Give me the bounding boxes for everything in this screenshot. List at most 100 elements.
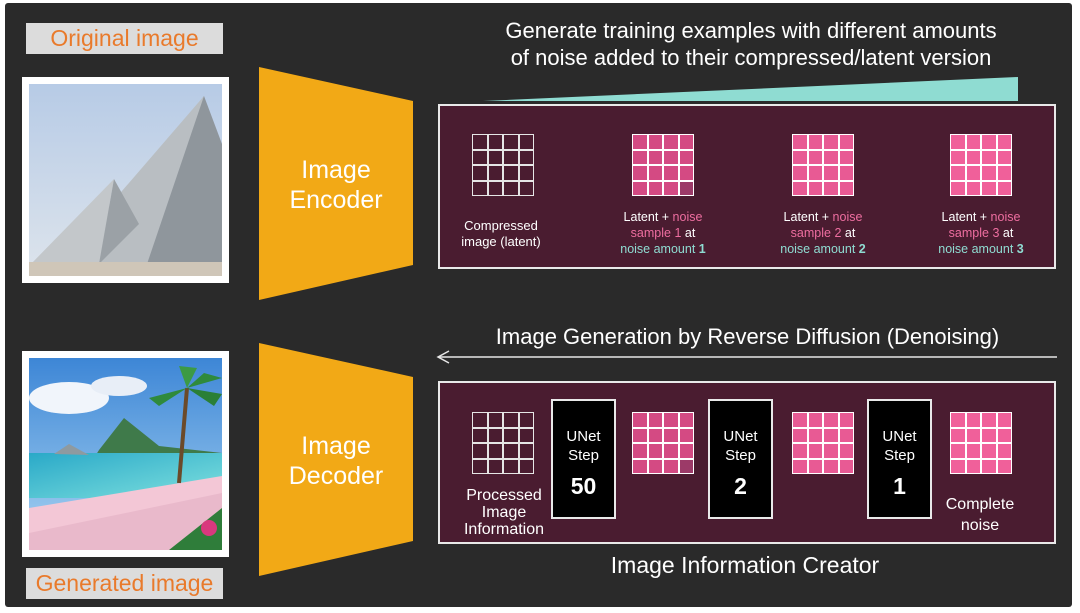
grid-cell [792, 443, 808, 459]
noise-grid [950, 412, 1012, 474]
grid-cell [838, 149, 854, 165]
grid-cell [981, 427, 997, 443]
grid-cell [632, 149, 648, 165]
noisy-latent-grid-3 [950, 134, 1012, 196]
grid-cell [838, 134, 854, 150]
grid-cell [823, 134, 839, 150]
complete-line1: Complete [945, 496, 1015, 513]
grid-cell [663, 165, 679, 181]
grid-cell [981, 134, 997, 150]
grid-cell [678, 412, 694, 428]
grid-cell [518, 149, 534, 165]
grid-cell [647, 443, 663, 459]
encoder-line2: Encoder [289, 186, 383, 214]
grid-cell [950, 165, 966, 181]
grid-cell [838, 443, 854, 459]
grid-cell [996, 443, 1012, 459]
caption1-plain: Latent + [623, 210, 673, 224]
generated-image-label-text: Generated image [35, 570, 214, 596]
unet50-number: 50 [570, 473, 597, 499]
grid-cell [807, 458, 823, 474]
grid-cell [663, 180, 679, 196]
generated-image-label: Generated image [26, 568, 223, 599]
reverse-arrow [436, 350, 1057, 364]
noise-caption-3: Latent + noise sample 3 at noise amount … [921, 209, 1041, 257]
caption2-at: at [841, 226, 856, 240]
latent-grid [472, 134, 534, 196]
grid-cell [663, 427, 679, 443]
grid-cell [647, 149, 663, 165]
grid-cell [807, 443, 823, 459]
grid-cell [838, 180, 854, 196]
processed-info-caption: Processed Image Information [453, 487, 555, 538]
grid-cell [981, 443, 997, 459]
grid-cell [838, 458, 854, 474]
grid-cell [472, 427, 488, 443]
grid-cell [792, 134, 808, 150]
unet-step-2: UNet Step 2 [708, 399, 773, 519]
grid-cell [981, 180, 997, 196]
grid-cell [678, 443, 694, 459]
original-image-label-text: Original image [50, 25, 199, 51]
top-heading-line2: of noise added to their compressed/laten… [510, 45, 992, 70]
latent-caption-line1: Compressed [464, 218, 538, 233]
grid-cell [472, 412, 488, 428]
step-grid-1 [632, 412, 694, 474]
grid-cell [632, 427, 648, 443]
grid-cell [663, 412, 679, 428]
grid-cell [472, 149, 488, 165]
caption3-sample: sample 3 [948, 226, 1000, 240]
processed-line2: Image [481, 504, 527, 521]
grid-cell [981, 165, 997, 181]
decoder-line1: Image [301, 432, 371, 460]
grid-cell [632, 180, 648, 196]
grid-cell [487, 165, 503, 181]
top-heading-line1: Generate training examples with differen… [505, 18, 997, 43]
grid-cell [632, 134, 648, 150]
grid-cell [838, 165, 854, 181]
grid-cell [518, 458, 534, 474]
caption1-at: at [681, 226, 696, 240]
caption1-sample: sample 1 [630, 226, 682, 240]
diagram-canvas: Original image Image En [5, 3, 1072, 607]
grid-cell [981, 149, 997, 165]
unet-step-50: UNet Step 50 [551, 399, 616, 519]
decoder-line2: Decoder [288, 462, 384, 490]
grid-cell [823, 149, 839, 165]
grid-cell [518, 165, 534, 181]
grid-cell [503, 134, 519, 150]
grid-cell [965, 134, 981, 150]
grid-cell [823, 180, 839, 196]
original-image-frame [22, 77, 229, 283]
pyramid-image [29, 84, 222, 276]
noisy-latent-grid-2 [792, 134, 854, 196]
grid-cell [965, 443, 981, 459]
grid-cell [981, 412, 997, 428]
grid-cell [996, 165, 1012, 181]
grid-cell [950, 134, 966, 150]
grid-cell [487, 458, 503, 474]
caption3-number: 3 [1016, 242, 1024, 256]
original-image-label: Original image [26, 23, 223, 54]
grid-cell [503, 443, 519, 459]
caption1-noise: noise [672, 210, 703, 224]
grid-cell [950, 443, 966, 459]
grid-cell [678, 458, 694, 474]
grid-cell [823, 458, 839, 474]
creator-label: Image Information Creator [545, 552, 945, 579]
creator-label-text: Image Information Creator [610, 552, 880, 578]
grid-cell [996, 149, 1012, 165]
grid-cell [487, 180, 503, 196]
grid-cell [807, 149, 823, 165]
grid-cell [965, 458, 981, 474]
processed-line1: Processed [466, 487, 542, 504]
grid-cell [647, 180, 663, 196]
grid-cell [807, 427, 823, 443]
noise-caption-1: Latent + noise sample 1 at noise amount … [603, 209, 723, 257]
grid-cell [518, 443, 534, 459]
grid-cell [518, 180, 534, 196]
caption2-plain: Latent + [783, 210, 833, 224]
grid-cell [950, 180, 966, 196]
grid-cell [678, 427, 694, 443]
grid-cell [965, 165, 981, 181]
